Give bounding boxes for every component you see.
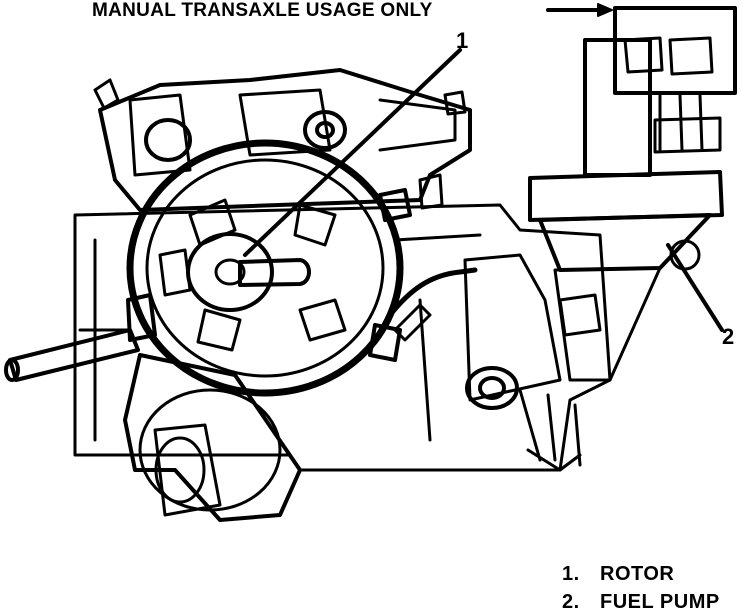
legend-label: ROTOR bbox=[600, 563, 675, 585]
leader-arrowhead-top-note bbox=[597, 3, 613, 17]
distributor-shaft bbox=[4, 328, 140, 382]
legend-label: FUEL PUMP bbox=[600, 591, 720, 613]
fuel-pump bbox=[528, 38, 724, 382]
valve-cover bbox=[93, 68, 472, 212]
leader-line-1 bbox=[243, 48, 462, 257]
top-note-label: MANUAL TRANSAXLE USAGE ONLY bbox=[92, 0, 433, 21]
vacuum-advance bbox=[123, 353, 302, 522]
callout-2-label: 2 bbox=[722, 324, 735, 349]
legend-num: 1. bbox=[562, 563, 580, 585]
spark-plug-wire bbox=[387, 267, 478, 342]
distributor bbox=[126, 139, 412, 397]
leader-line-2 bbox=[666, 243, 724, 332]
transaxle-connector bbox=[613, 6, 737, 154]
legend: 1. ROTOR 2. FUEL PUMP bbox=[562, 560, 720, 616]
legend-item-rotor: 1. ROTOR bbox=[562, 560, 720, 588]
callout-1-label: 1 bbox=[456, 28, 469, 53]
rotor bbox=[186, 232, 311, 312]
legend-item-fuel-pump: 2. FUEL PUMP bbox=[562, 588, 720, 616]
legend-num: 2. bbox=[562, 591, 580, 613]
